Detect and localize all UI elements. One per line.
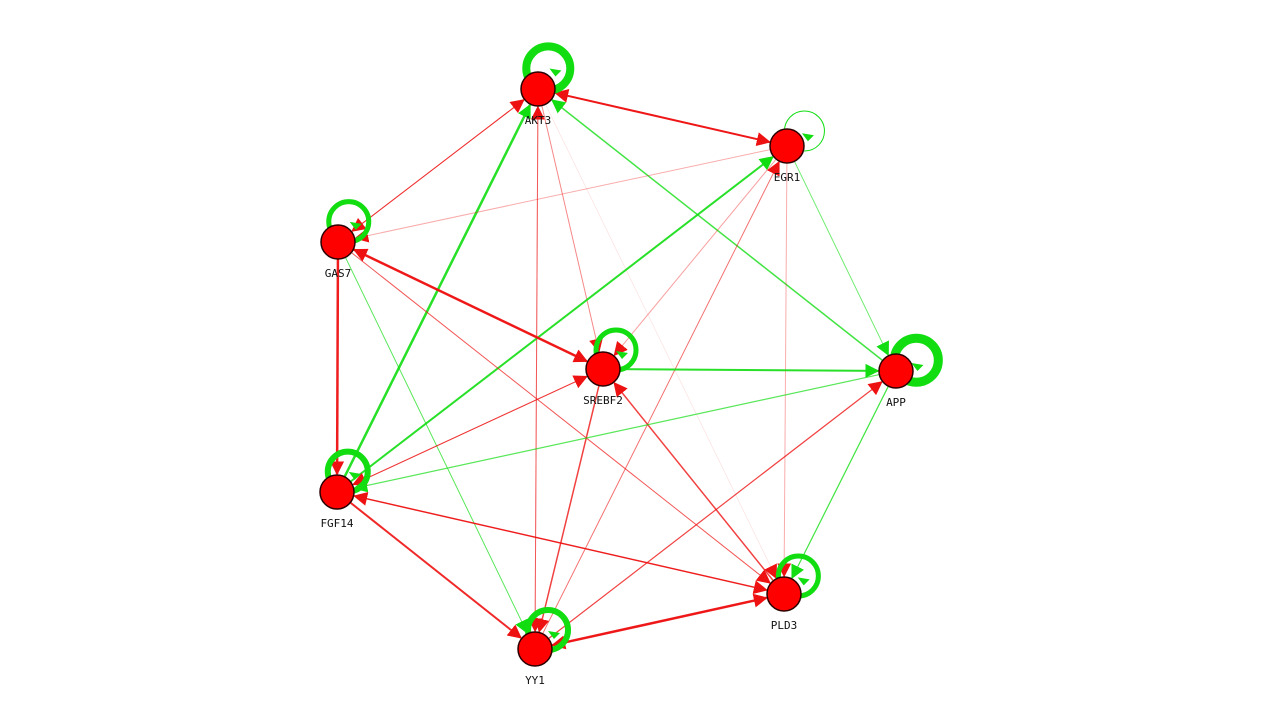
node-label-srebf2: SREBF2 bbox=[583, 394, 623, 407]
edge-srebf2-to-yy1 bbox=[535, 385, 600, 633]
edge-srebf2-to-fgf14 bbox=[352, 375, 588, 486]
edge-pld3-to-fgf14 bbox=[353, 491, 768, 591]
self-loop-arrowhead-akt3 bbox=[549, 68, 562, 77]
node-label-gas7: GAS7 bbox=[325, 267, 352, 280]
edge-gas7-to-yy1 bbox=[344, 257, 528, 635]
edge-fgf14-to-egr1 bbox=[349, 156, 774, 483]
edge-egr1-to-srebf2 bbox=[613, 158, 777, 357]
edge-app-to-pld3 bbox=[791, 385, 889, 580]
edge-pld3-to-srebf2 bbox=[613, 381, 774, 582]
node-gas7[interactable] bbox=[320, 224, 356, 260]
edge-egr1-to-app bbox=[793, 161, 889, 357]
node-label-pld3: PLD3 bbox=[771, 619, 798, 632]
edge-app-to-fgf14 bbox=[353, 374, 880, 493]
node-label-yy1: YY1 bbox=[525, 674, 545, 687]
self-loop-arrowhead-yy1 bbox=[548, 631, 561, 640]
edge-srebf2-to-app bbox=[619, 363, 880, 378]
edge-gas7-to-fgf14 bbox=[330, 258, 345, 476]
self-loop-arrowhead-srebf2 bbox=[616, 351, 629, 360]
node-yy1[interactable] bbox=[517, 631, 553, 667]
node-label-akt3: AKT3 bbox=[525, 114, 552, 127]
edge-akt3-to-gas7 bbox=[351, 98, 525, 232]
edge-app-to-akt3 bbox=[551, 99, 884, 362]
node-layer bbox=[319, 71, 914, 667]
edge-yy1-to-egr1 bbox=[542, 160, 780, 635]
edge-akt3-to-srebf2 bbox=[541, 105, 603, 353]
self-loop-arrowhead-gas7 bbox=[349, 221, 362, 230]
edge-layer bbox=[330, 89, 889, 650]
node-label-fgf14: FGF14 bbox=[320, 517, 353, 530]
node-akt3[interactable] bbox=[520, 71, 556, 107]
self-loop-arrowhead-fgf14 bbox=[348, 471, 361, 480]
node-pld3[interactable] bbox=[766, 576, 802, 612]
node-label-egr1: EGR1 bbox=[774, 171, 801, 184]
edge-egr1-to-gas7 bbox=[354, 149, 771, 243]
node-srebf2[interactable] bbox=[585, 351, 621, 387]
edge-akt3-to-pld3 bbox=[545, 104, 777, 580]
edge-yy1-to-akt3 bbox=[530, 105, 545, 633]
edge-yy1-to-app bbox=[548, 381, 883, 640]
edge-fgf14-to-yy1 bbox=[349, 501, 522, 639]
edge-pld3-to-yy1 bbox=[551, 597, 768, 650]
node-app[interactable] bbox=[878, 353, 914, 389]
node-label-app: APP bbox=[886, 396, 906, 409]
self-loop-arrowhead-app bbox=[911, 362, 924, 371]
node-fgf14[interactable] bbox=[319, 474, 355, 510]
edge-srebf2-to-gas7 bbox=[352, 248, 588, 363]
self-loop-arrowhead-pld3 bbox=[797, 577, 810, 586]
self-loop-arrowhead-egr1 bbox=[801, 133, 814, 142]
edge-egr1-to-akt3 bbox=[554, 89, 771, 143]
edge-akt3-to-yy1 bbox=[528, 105, 543, 633]
edge-gas7-to-pld3 bbox=[351, 252, 771, 584]
node-egr1[interactable] bbox=[769, 128, 805, 164]
